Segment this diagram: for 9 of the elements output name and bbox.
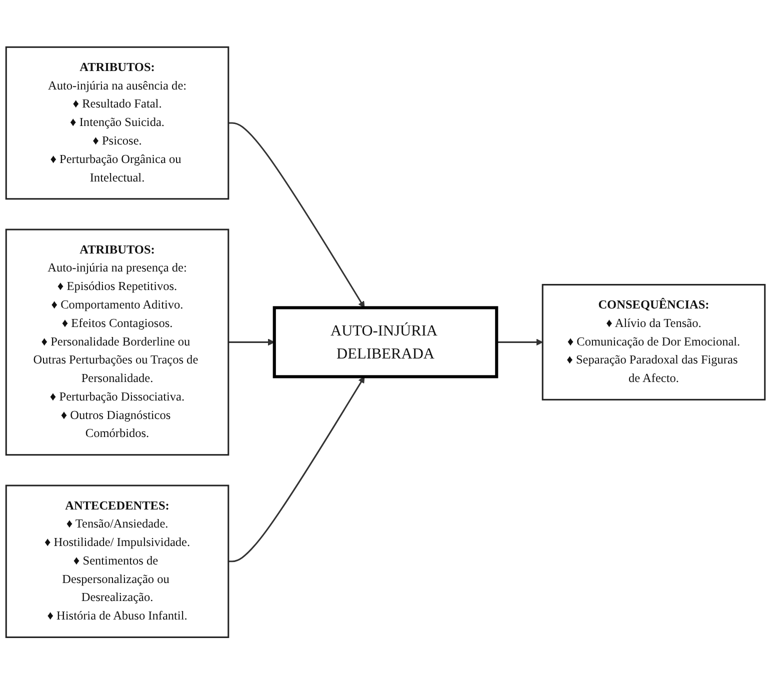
node-box: ANTECEDENTES: ♦ Tensão/Ansiedade. ♦ Hostilidade/ Impulsividade. ♦ Sentimentos de Despersonalização ou Desrealização. ♦ História de Abuso Infantil.: [5, 484, 230, 638]
arrow: [496, 338, 543, 346]
node-box: CONSEQUÊNCIAS: ♦ Alívio da Tensão. ♦ Comunicação de Dor Emocional. ♦ Separação Paradoxal das Figuras de Afecto.: [542, 284, 766, 400]
arrow: [228, 122, 365, 308]
node-box: ATRIBUTOS: Auto-injúria na ausência de: ♦ Resultado Fatal. ♦ Intenção Suicida. ♦ Psicose. ♦ Perturbação Orgânica ou Intelectual.: [5, 46, 230, 200]
node-box: ATRIBUTOS: Auto-injúria na presença de: ♦ Episódios Repetitivos. ♦ Comportamento Aditivo. ♦ Efeitos Contagiosos. ♦ Personalidade Borderline ou Outras Perturbações ou Traços de Personalidade. ♦ Perturbação Dissociativa. ♦ Outros Diagnósticos Comórbidos.: [5, 228, 230, 456]
arrow: [228, 338, 275, 346]
node-box: AUTO-INJÚRIA DELIBERADA: [272, 306, 498, 378]
arrow: [228, 376, 365, 562]
